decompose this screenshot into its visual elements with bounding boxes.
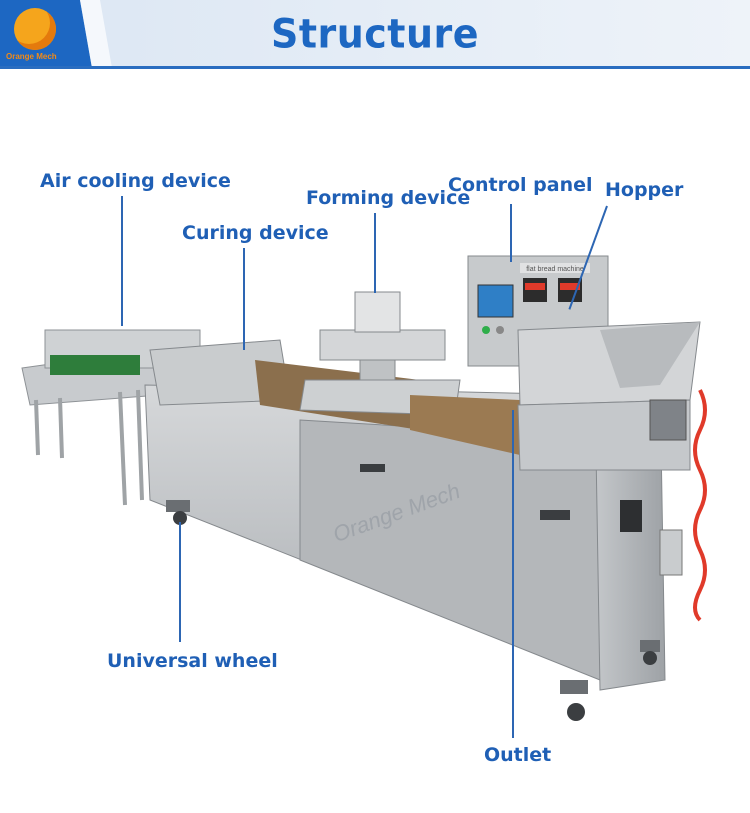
forming-cylinder	[354, 291, 401, 333]
logo-text: Orange Mech	[6, 52, 57, 61]
label-air-cooling-device: Air cooling device	[40, 170, 231, 192]
leader-curing	[243, 248, 245, 350]
touch-screen	[477, 284, 514, 318]
leader-control-panel	[510, 204, 512, 262]
label-hopper: Hopper	[605, 179, 684, 201]
air-hose	[693, 389, 707, 622]
label-forming-device: Forming device	[306, 187, 471, 209]
label-control-panel: Control panel	[448, 174, 593, 196]
cooling-belt	[50, 355, 140, 375]
label-outlet: Outlet	[484, 744, 552, 766]
panel-sign: flat bread machine	[526, 266, 584, 273]
page-title: Structure	[270, 10, 480, 58]
label-universal-wheel: Universal wheel	[107, 650, 278, 672]
gear-motor	[649, 399, 687, 441]
label-curing-device: Curing device	[182, 222, 329, 244]
forming-press-top	[319, 329, 446, 361]
header-banner: Orange Mech Structure	[0, 0, 750, 70]
logo: Orange Mech	[0, 0, 92, 70]
leader-outlet	[512, 410, 514, 738]
header-graphic	[0, 0, 750, 69]
leader-universal-wheel	[179, 522, 181, 642]
air-filter	[659, 529, 683, 576]
leader-air-cooling	[121, 196, 123, 326]
main-belt	[410, 395, 520, 455]
universal-wheels	[166, 500, 660, 721]
logo-icon	[14, 8, 56, 50]
leader-forming	[374, 213, 376, 293]
